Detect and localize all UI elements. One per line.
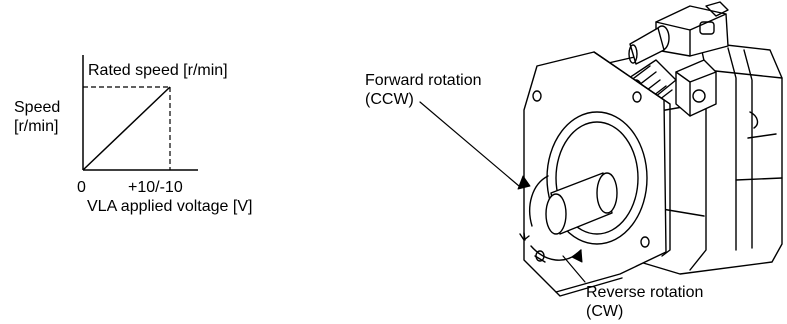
x-origin-label: 0: [77, 179, 86, 196]
ccw-arrowhead: [517, 175, 531, 190]
reverse-leader-line: [562, 255, 586, 283]
x-axis-label: VLA applied voltage [V]: [87, 198, 253, 215]
rotation-arrows: [517, 175, 583, 263]
motor-shaft: [545, 111, 648, 245]
forward-rotation-label: Forward rotation: [365, 72, 482, 89]
forward-leader-line: [419, 101, 520, 187]
graph-title: Rated speed [r/min]: [88, 62, 228, 79]
y-axis-label-2: [r/min]: [14, 118, 59, 135]
x-max-label: +10/-10: [128, 179, 183, 196]
speed-line: [82, 86, 171, 171]
cw-arrowhead: [571, 249, 583, 263]
forward-rotation-ccw: (CCW): [365, 91, 414, 108]
motor-flange: [523, 51, 671, 297]
reverse-rotation-label: Reverse rotation: [586, 284, 704, 301]
reverse-rotation-cw: (CW): [586, 303, 624, 320]
y-axis-label-1: Speed: [14, 99, 61, 116]
